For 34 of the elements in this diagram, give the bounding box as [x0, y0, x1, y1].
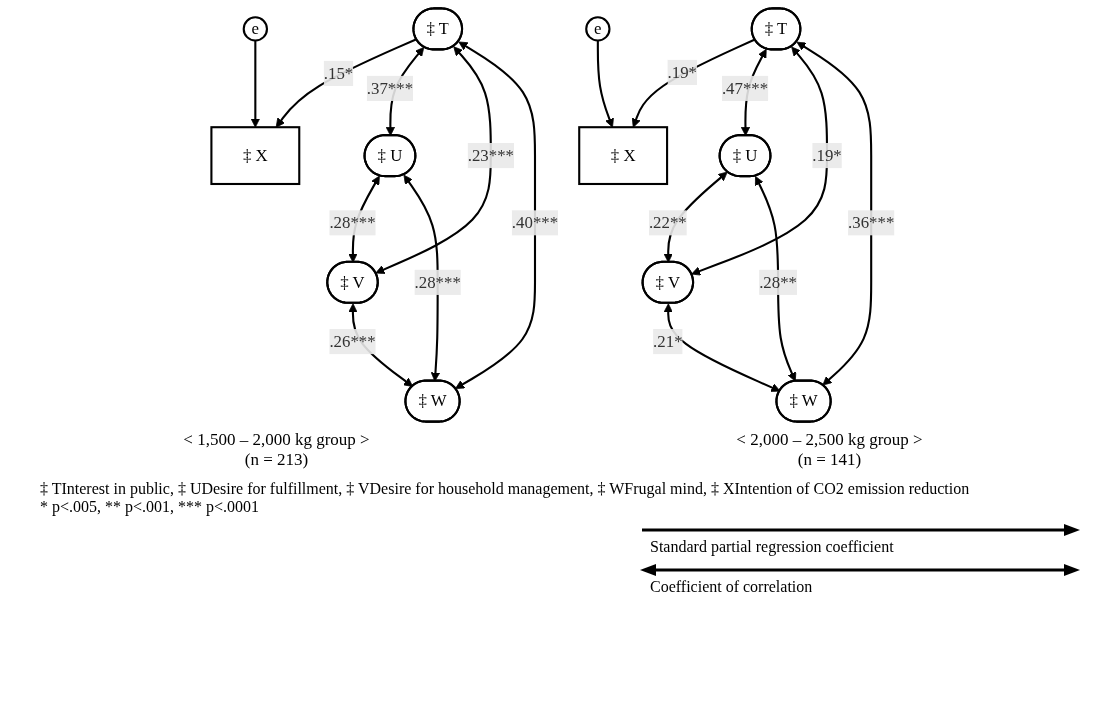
edge-label: .37***: [366, 78, 414, 97]
arrow: [275, 38, 417, 128]
edge-label: .22**: [649, 213, 687, 232]
arrow: [755, 176, 797, 382]
edge-label: .19*: [812, 146, 842, 165]
group-caption: < 2,000 – 2,500 kg group >: [736, 430, 923, 450]
edge-label: .28**: [759, 272, 798, 291]
edge-label: .28***: [414, 272, 461, 291]
arrow: [663, 303, 781, 392]
arrow: [631, 38, 756, 128]
legend-text: Coefficient of correlation: [650, 578, 814, 596]
footnote: ‡ TInterest in public, ‡ UDesire for fulfillment, ‡ VDesire for household management, ‡ WFrugal mind, ‡ XIntention of CO2 emission reduction: [40, 480, 971, 498]
edge-label: .21*: [653, 332, 683, 351]
edge-label: .28***: [329, 213, 376, 232]
edge-label: .19*: [667, 62, 698, 81]
arrow: [455, 41, 537, 389]
edge-label: .36***: [848, 213, 895, 232]
legend-text: Standard partial regression coefficient: [650, 538, 895, 556]
footnote: * p<.005, ** p<.001, *** p<.0001: [40, 498, 261, 516]
node-circle: e: [585, 16, 611, 42]
edge-label: .23***: [467, 146, 515, 165]
arrow: [250, 40, 261, 128]
sample-size-label: (n = 141): [796, 450, 863, 470]
edge-label: .15*: [323, 64, 354, 82]
edge-label: .40***: [511, 213, 559, 232]
edge-label: .47***: [722, 78, 769, 97]
node-box: ‡ X: [578, 126, 669, 186]
group-caption: < 1,500 – 2,000 kg group >: [183, 430, 370, 450]
node-box: ‡ X: [210, 126, 301, 186]
node-circle: e: [242, 16, 269, 42]
arrow: [596, 40, 614, 128]
arrow: [796, 41, 873, 386]
edge-label: .26***: [329, 332, 376, 351]
sample-size-label: (n = 213): [243, 450, 310, 470]
